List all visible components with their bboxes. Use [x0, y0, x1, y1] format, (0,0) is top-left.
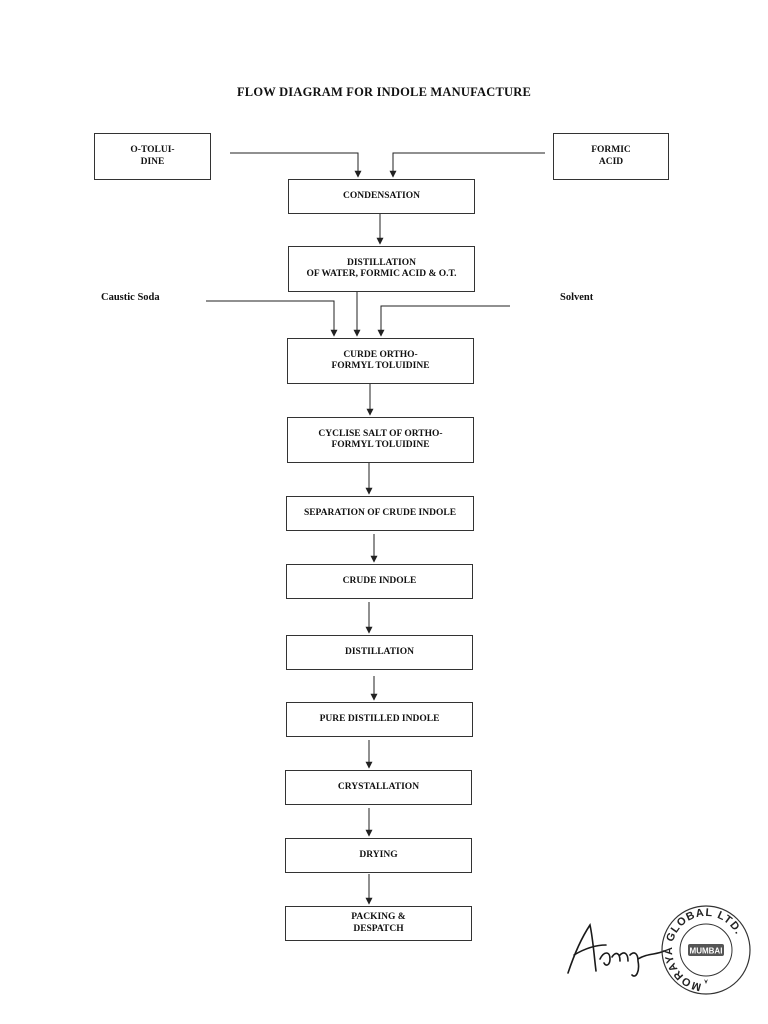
- step-label: DISTILLATION: [345, 646, 414, 657]
- step-distillation-water: DISTILLATION OF WATER, FORMIC ACID & O.T…: [288, 246, 475, 292]
- step-label: CURDE ORTHO- FORMYL TOLUIDINE: [331, 349, 430, 372]
- input-box-formic-acid: FORMIC ACID: [553, 133, 669, 180]
- input-box-o-toluidine: O-TOLUI- DINE: [94, 133, 211, 180]
- step-separation-crude-indole: SEPARATION OF CRUDE INDOLE: [286, 496, 474, 531]
- signature: [567, 922, 665, 977]
- step-label: CRUDE INDOLE: [342, 575, 417, 586]
- arrow-formic-acid-to-condensation: [389, 152, 545, 178]
- step-label: PACKING & DESPATCH: [351, 912, 406, 934]
- step-pure-distilled-indole: PURE DISTILLED INDOLE: [286, 702, 473, 737]
- step-crude-indole: CRUDE INDOLE: [286, 564, 473, 599]
- company-stamp: MORAYA GLOBAL LTD. MUMBAI: [661, 905, 751, 995]
- arrow-solvent-to-crude: [377, 305, 510, 337]
- stamp-center-text: MUMBAI: [690, 947, 723, 956]
- step-label: DISTILLATION OF WATER, FORMIC ACID & O.T…: [306, 257, 457, 280]
- step-label: DRYING: [359, 849, 398, 860]
- diagram-title: FLOW DIAGRAM FOR INDOLE MANUFACTURE: [236, 85, 532, 99]
- step-label: CRYSTALLATION: [337, 781, 420, 792]
- step-crystallation: CRYSTALLATION: [285, 770, 472, 805]
- arrow-o-toluidine-to-condensation: [230, 152, 362, 178]
- input-label-solvent: Solvent: [560, 292, 594, 303]
- step-crude-ortho-formyl-toluidine: CURDE ORTHO- FORMYL TOLUIDINE: [287, 338, 474, 384]
- input-label-caustic-soda: Caustic Soda: [101, 292, 160, 303]
- step-drying: DRYING: [285, 838, 472, 873]
- step-cyclise-salt: CYCLISE SALT OF ORTHO- FORMYL TOLUIDINE: [287, 417, 474, 463]
- input-label-o-toluidine: O-TOLUI- DINE: [130, 145, 175, 167]
- input-label-formic-acid: FORMIC ACID: [591, 145, 631, 167]
- step-label: CYCLISE SALT OF ORTHO- FORMYL TOLUIDINE: [318, 428, 443, 451]
- step-condensation: CONDENSATION: [288, 179, 475, 214]
- arrow-caustic-soda-to-crude: [206, 300, 338, 337]
- step-distillation: DISTILLATION: [286, 635, 473, 670]
- step-packing-despatch: PACKING & DESPATCH: [285, 906, 472, 941]
- step-label: PURE DISTILLED INDOLE: [319, 713, 440, 724]
- step-label: CONDENSATION: [343, 190, 420, 201]
- step-label: SEPARATION OF CRUDE INDOLE: [303, 507, 457, 518]
